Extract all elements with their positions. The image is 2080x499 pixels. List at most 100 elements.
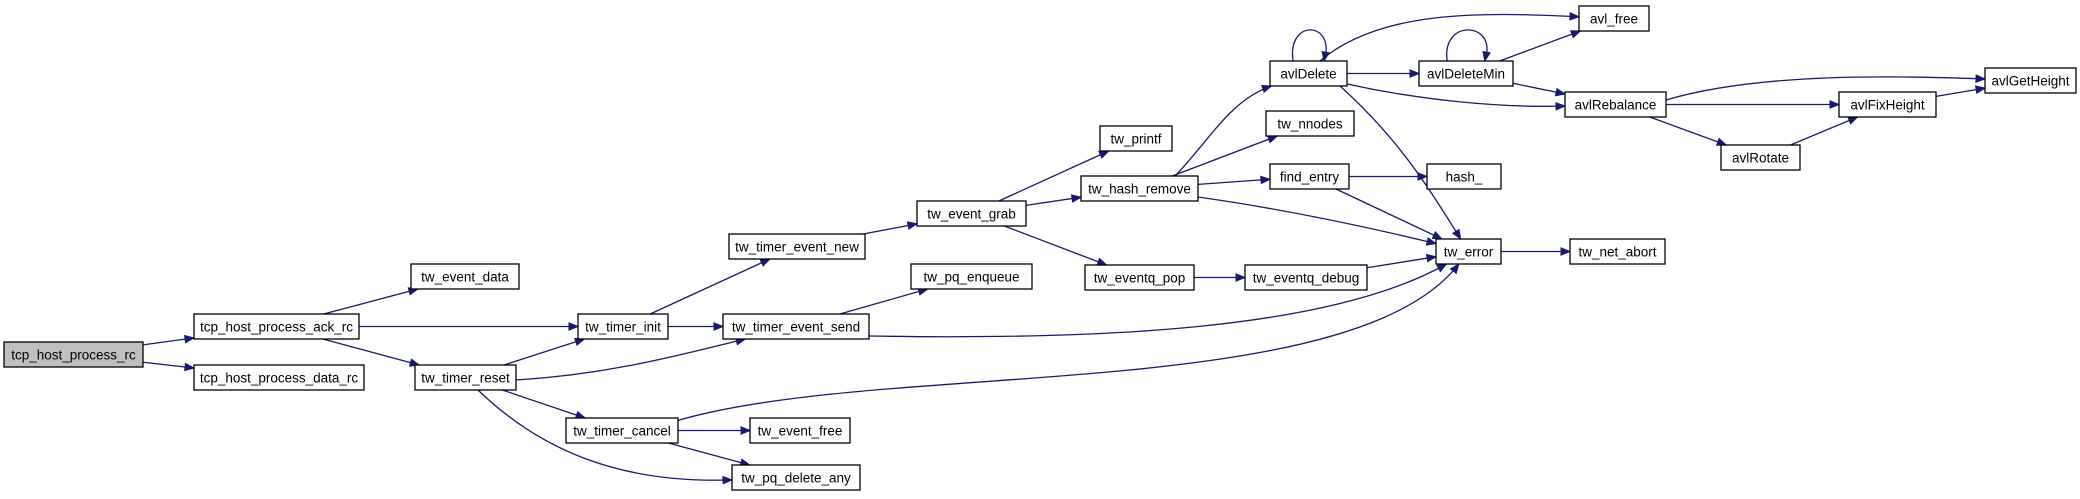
call-edge-tw_timer_cancel-to-tw_event_free — [678, 426, 752, 435]
edge-line — [1172, 135, 1278, 177]
function-node-hash-[interactable]: hash_ — [1426, 163, 1502, 190]
call-edge-avlDelete-to-tw_error — [1339, 85, 1462, 241]
call-edge-tw_hash_remove-to-avlDelete — [1174, 84, 1273, 177]
function-node-avlFixHeight[interactable]: avlFixHeight — [1838, 91, 1937, 118]
node-box[interactable] — [722, 313, 870, 340]
node-box[interactable] — [1418, 60, 1514, 87]
function-node-tw-timer-cancel[interactable]: tw_timer_cancel — [565, 417, 679, 444]
arrowhead-icon — [722, 475, 734, 485]
edge-line — [1004, 225, 1107, 266]
call-edge-tcp_host_process_ack_rc-to-tw_timer_reset — [322, 338, 421, 367]
edge-line — [1197, 178, 1271, 186]
function-node-avlRotate[interactable]: avlRotate — [1720, 144, 1801, 171]
node-box[interactable] — [1080, 175, 1199, 202]
arrowhead-icon — [1425, 237, 1438, 246]
node-box[interactable] — [193, 313, 360, 340]
function-node-tw-eventq-pop[interactable]: tw_eventq_pop — [1084, 264, 1195, 291]
node-box[interactable] — [1269, 163, 1350, 190]
function-node-tw-event-grab[interactable]: tw_event_grab — [916, 200, 1027, 227]
function-node-avlDeleteMin[interactable]: avlDeleteMin — [1418, 60, 1514, 87]
function-node-tcp-host-process-rc[interactable]: tcp_host_process_rc — [3, 341, 144, 368]
edge-line — [515, 338, 746, 381]
node-box[interactable] — [1099, 125, 1173, 152]
arrowhead-icon — [740, 426, 752, 435]
edge-line — [503, 338, 585, 366]
node-label: avlRebalance — [1575, 98, 1657, 113]
node-box[interactable] — [1578, 5, 1650, 32]
function-node-tw-event-free[interactable]: tw_event_free — [749, 417, 851, 444]
arrowhead-icon — [184, 362, 196, 372]
call-edge-tw_timer_cancel-to-tw_pq_delete_any — [668, 442, 752, 467]
function-node-avl-free[interactable]: avl_free — [1578, 5, 1650, 32]
node-box[interactable] — [731, 464, 861, 491]
function-node-tw-net-abort[interactable]: tw_net_abort — [1569, 238, 1666, 265]
node-box[interactable] — [1569, 238, 1666, 265]
node-label: tw_event_grab — [927, 207, 1016, 222]
node-box[interactable] — [1265, 110, 1355, 137]
node-label: tw_pq_enqueue — [923, 270, 1019, 285]
node-label: avlFixHeight — [1850, 98, 1925, 113]
edge-line — [1665, 76, 1986, 101]
node-box[interactable] — [1435, 238, 1502, 265]
node-box[interactable] — [1564, 91, 1667, 118]
edge-line — [1790, 116, 1858, 146]
function-node-tw-nnodes[interactable]: tw_nnodes — [1265, 110, 1355, 137]
function-node-avlGetHeight[interactable]: avlGetHeight — [1984, 67, 2077, 94]
node-box[interactable] — [577, 313, 669, 340]
function-node-tw-timer-reset[interactable]: tw_timer_reset — [414, 364, 517, 391]
edge-line — [1197, 196, 1437, 245]
edge-line — [1649, 116, 1727, 146]
edge-line — [502, 389, 586, 419]
node-box[interactable] — [1084, 264, 1195, 291]
function-node-tw-timer-init[interactable]: tw_timer_init — [577, 313, 669, 340]
node-label: tw_event_free — [758, 424, 843, 439]
function-node-tcp-host-process-data-rc[interactable]: tcp_host_process_data_rc — [193, 364, 365, 391]
function-node-tw-timer-event-new[interactable]: tw_timer_event_new — [728, 233, 866, 260]
node-box[interactable] — [414, 364, 517, 391]
node-box[interactable] — [728, 233, 866, 260]
node-box[interactable] — [410, 263, 520, 290]
node-box[interactable] — [916, 200, 1027, 227]
function-node-tw-hash-remove[interactable]: tw_hash_remove — [1080, 175, 1199, 202]
node-box[interactable] — [193, 364, 365, 391]
node-box[interactable] — [1720, 144, 1801, 171]
function-node-tw-event-data[interactable]: tw_event_data — [410, 263, 520, 290]
function-node-tw-pq-enqueue[interactable]: tw_pq_enqueue — [910, 263, 1033, 290]
function-node-tw-timer-event-send[interactable]: tw_timer_event_send — [722, 313, 870, 340]
function-node-avlDelete[interactable]: avlDelete — [1269, 60, 1348, 87]
arrowhead-icon — [1425, 253, 1438, 263]
node-label: avlDeleteMin — [1427, 67, 1505, 82]
arrowhead-icon — [1560, 247, 1572, 256]
arrowhead-icon — [1569, 12, 1581, 21]
node-box[interactable] — [1984, 67, 2077, 94]
node-box[interactable] — [1426, 163, 1502, 190]
function-node-tw-error[interactable]: tw_error — [1435, 238, 1502, 265]
node-box[interactable] — [1838, 91, 1937, 118]
call-edge-tw_timer_event_send-to-tw_error — [868, 263, 1448, 338]
function-node-tcp-host-process-ack-rc[interactable]: tcp_host_process_ack_rc — [193, 313, 360, 340]
arrowhead-icon — [1431, 231, 1444, 240]
call-edge-tw_timer_reset-to-tw_pq_delete_any — [477, 389, 734, 485]
edge-line — [1346, 83, 1566, 107]
call-edge-tw_timer_event_new-to-tw_event_grab — [862, 221, 919, 235]
node-box[interactable] — [3, 341, 144, 368]
function-node-find-entry[interactable]: find_entry — [1269, 163, 1350, 190]
call-edge-avlDelete-to-avlDeleteMin — [1347, 69, 1421, 78]
edge-line — [839, 288, 928, 315]
node-label: avlDelete — [1280, 67, 1336, 82]
node-label: tw_net_abort — [1578, 245, 1656, 260]
node-box[interactable] — [1269, 60, 1348, 87]
function-node-avlRebalance[interactable]: avlRebalance — [1564, 91, 1667, 118]
function-node-tw-printf[interactable]: tw_printf — [1099, 125, 1173, 152]
node-box[interactable] — [910, 263, 1033, 290]
node-box[interactable] — [749, 417, 851, 444]
node-box[interactable] — [565, 417, 679, 444]
call-edge-avlRebalance-to-avlRotate — [1649, 116, 1728, 146]
function-node-tw-eventq-debug[interactable]: tw_eventq_debug — [1244, 264, 1368, 291]
arrowhead-icon — [1417, 172, 1429, 181]
node-box[interactable] — [1244, 264, 1368, 291]
function-node-tw-pq-delete-any[interactable]: tw_pq_delete_any — [731, 464, 861, 491]
node-label: find_entry — [1280, 170, 1340, 185]
edge-line — [1499, 30, 1581, 62]
